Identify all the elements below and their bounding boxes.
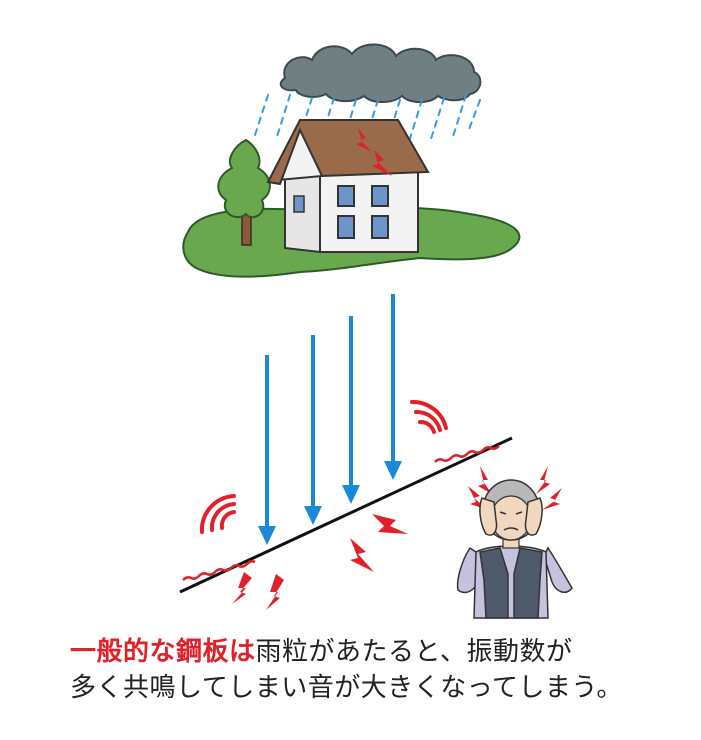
raindrop-arrow-icon <box>258 355 276 545</box>
caption-line-2: 多く共鳴してしまい音が大きくなってしまう。 <box>70 673 623 703</box>
rain-cloud-icon <box>279 43 482 103</box>
house-icon <box>266 119 430 254</box>
tree-icon <box>217 138 271 246</box>
lightning-noise-icon <box>232 466 562 610</box>
sound-wave-icon <box>199 494 236 534</box>
vibration-squiggles <box>182 445 500 581</box>
raindrop-arrow-icon <box>384 294 402 480</box>
caption-line-1-rest: 雨粒があたると、振動数が <box>255 637 573 667</box>
sound-wave-icon <box>410 399 448 434</box>
person-covering-ears-icon <box>456 479 573 619</box>
caption-line-1: 一般的な鋼板は雨粒があたると、振動数が <box>70 634 670 670</box>
raindrop-arrows <box>258 294 402 545</box>
raindrop-arrow-icon <box>304 335 322 525</box>
caption-highlight: 一般的な鋼板は <box>70 637 256 667</box>
raindrop-arrow-icon <box>342 316 360 504</box>
